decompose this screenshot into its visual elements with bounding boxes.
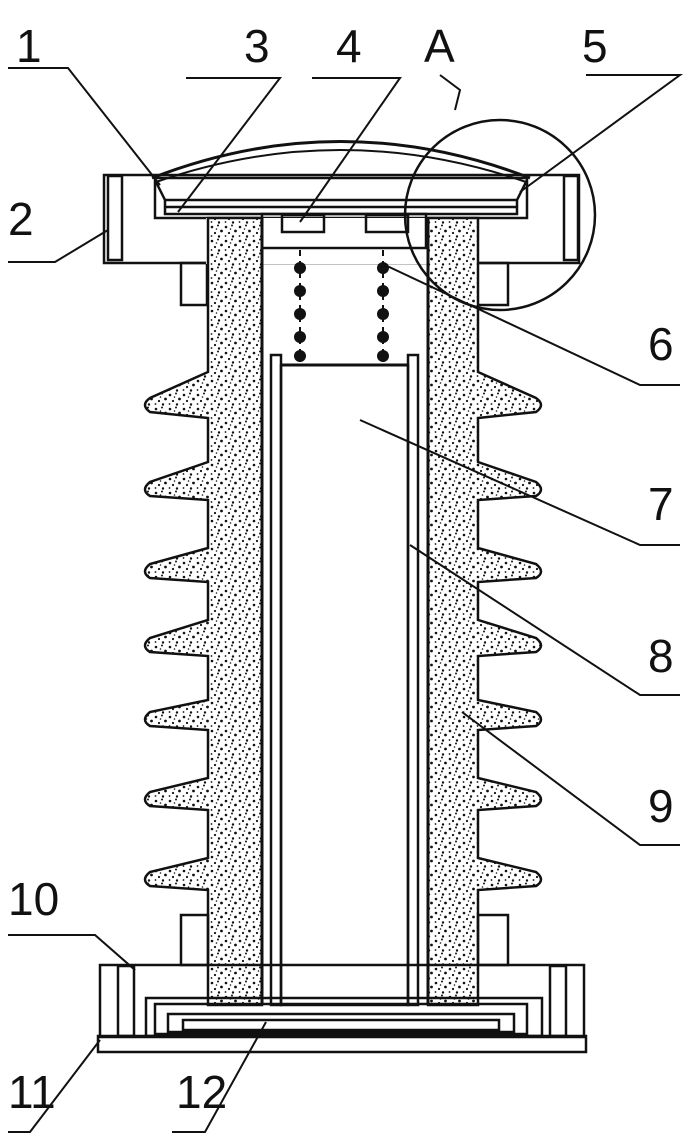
label-11: 11 bbox=[8, 1066, 56, 1118]
spring-chains bbox=[294, 250, 389, 362]
leader-lines bbox=[8, 67, 684, 1133]
inner-tube bbox=[260, 218, 430, 1007]
bottom-plate bbox=[96, 1002, 588, 1054]
label-2: 2 bbox=[8, 193, 34, 245]
label-a: A bbox=[424, 20, 455, 72]
label-6: 6 bbox=[648, 318, 674, 370]
label-8: 8 bbox=[648, 630, 674, 682]
label-10: 10 bbox=[8, 873, 59, 925]
label-9: 9 bbox=[648, 780, 674, 832]
label-4: 4 bbox=[336, 20, 362, 72]
bottom-flange bbox=[98, 913, 586, 1039]
label-12: 12 bbox=[176, 1066, 227, 1118]
callout-labels: 1 2 3 4 A 5 6 7 8 9 10 11 12 bbox=[8, 20, 674, 1118]
label-1: 1 bbox=[16, 20, 42, 72]
label-3: 3 bbox=[244, 20, 270, 72]
element-stack bbox=[279, 363, 410, 1007]
insulator-housing bbox=[143, 216, 543, 1007]
label-7: 7 bbox=[648, 478, 674, 530]
label-5: 5 bbox=[582, 20, 608, 72]
top-flange bbox=[102, 173, 581, 307]
detail-circle-a bbox=[403, 118, 597, 312]
